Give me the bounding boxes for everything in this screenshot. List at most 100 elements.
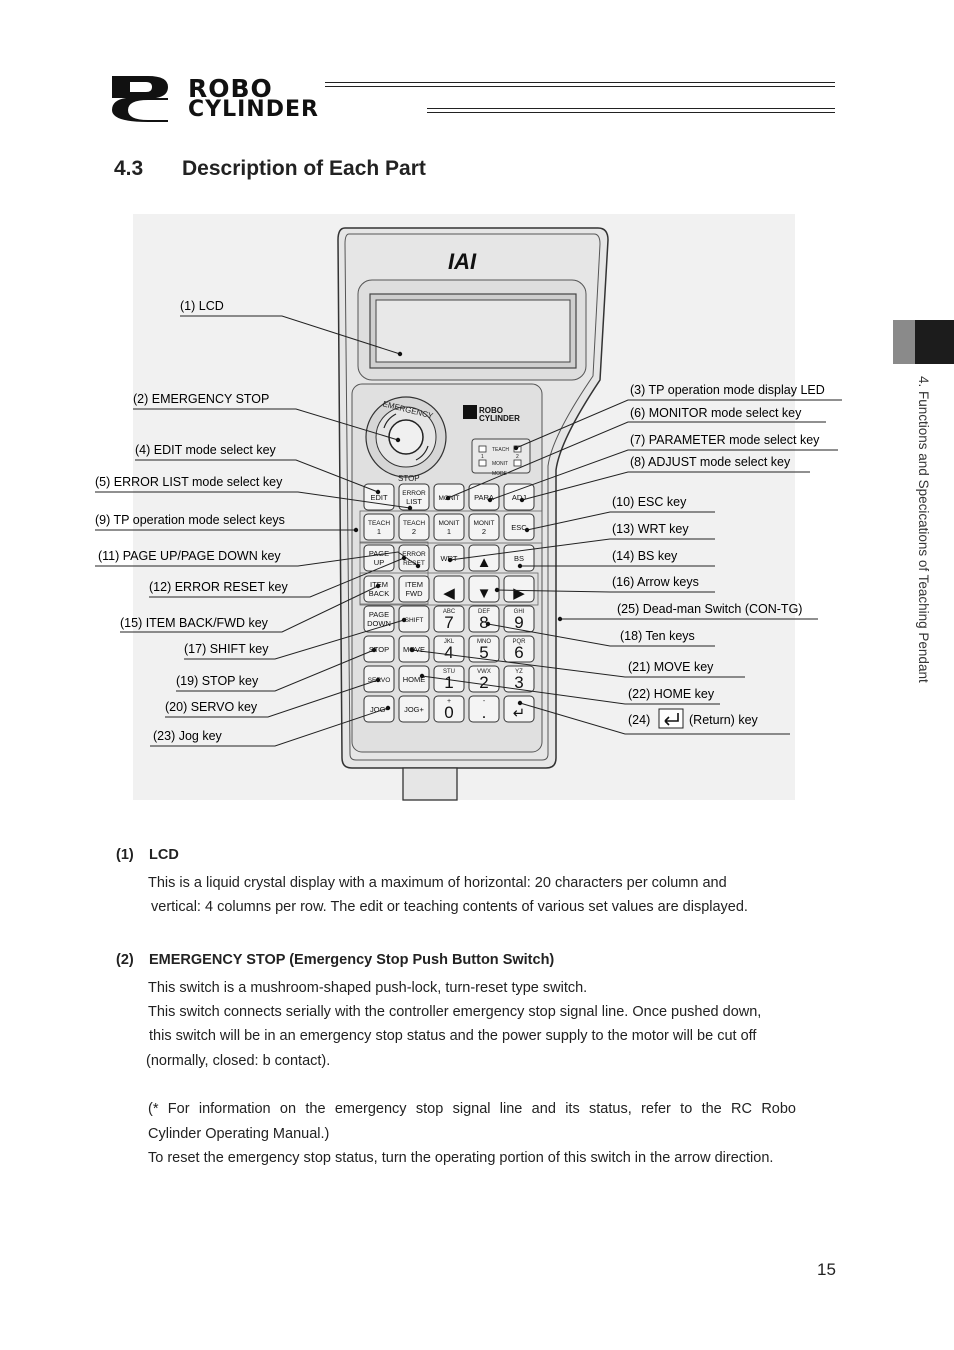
paragraph-line: (* For information on the emergency stop… <box>148 1101 796 1117</box>
key-label: LIST <box>406 497 422 506</box>
key-digit: 9 <box>514 613 523 632</box>
leader-arrowhead <box>401 555 407 561</box>
item-number: (2) <box>116 952 134 968</box>
leader-line <box>180 315 401 355</box>
key-sub-label: DEF <box>478 609 490 615</box>
leader-line <box>95 551 419 567</box>
key-label: PAGE <box>369 549 389 558</box>
leader-arrowhead <box>485 621 491 627</box>
key-label: PAGE <box>369 610 389 619</box>
callout-emergency-stop: (2) EMERGENCY STOP <box>133 392 269 406</box>
pendant-key <box>433 665 465 693</box>
paragraph-line: This is a liquid crystal display with a … <box>148 875 727 891</box>
callout-item-back-fwd-key: (15) ITEM BACK/FWD key <box>120 616 269 630</box>
callout-parameter-key: (7) PARAMETER mode select key <box>630 433 820 447</box>
leader-line <box>515 399 842 449</box>
cable-connector <box>402 767 458 801</box>
callout-error-list-key: (5) ERROR LIST mode select key <box>95 475 283 489</box>
key-label: 1 <box>447 527 451 536</box>
key-label: ITEM <box>405 580 423 589</box>
leader-arrowhead <box>397 351 403 357</box>
header-rule <box>325 86 835 87</box>
callout-shift-key: (17) SHIFT key <box>184 642 269 656</box>
callout-monitor-key: (6) MONITOR mode select key <box>630 406 802 420</box>
callout-stop-key: (19) STOP key <box>176 674 259 688</box>
pendant-key <box>398 483 430 511</box>
key-sub-label: YZ <box>515 669 523 675</box>
key-label: TEACH <box>368 520 390 527</box>
key-digit: 5 <box>479 643 488 662</box>
pendant-key <box>398 605 430 633</box>
paragraph-line: This switch is a mushroom-shaped push-lo… <box>148 980 588 996</box>
pendant-key <box>363 513 395 541</box>
callout-return-key-number: (24) <box>628 713 650 727</box>
led-indicator <box>478 445 487 453</box>
header-rule <box>427 112 835 113</box>
pendant-key <box>363 635 395 663</box>
pendant-key <box>503 513 535 541</box>
pendant-key <box>363 483 395 511</box>
pendant-key <box>398 513 430 541</box>
led-label: 2 <box>516 454 519 460</box>
key-sub-label: MNO <box>477 639 491 645</box>
pendant-key <box>503 665 535 693</box>
pendant-key <box>363 544 395 572</box>
key-arrow-icon: ◀ <box>443 585 455 602</box>
leader-line <box>184 619 405 660</box>
led-label: MONIT <box>492 461 508 467</box>
key-label: DOWN <box>367 619 391 628</box>
return-key-box-icon <box>658 708 684 729</box>
chapter-tab-gray <box>893 320 915 364</box>
callout-ten-keys: (18) Ten keys <box>620 629 695 643</box>
key-label: ERROR <box>402 490 426 497</box>
callout-dead-man-switch: (25) Dead-man Switch (CON-TG) <box>617 602 802 616</box>
leader-line <box>489 449 838 501</box>
leader-arrowhead <box>447 557 453 563</box>
key-sub-label: JKL <box>444 639 455 645</box>
key-sub-label: - <box>483 698 486 705</box>
led-label: 1 <box>481 454 484 460</box>
leader-line <box>449 538 715 561</box>
key-label: BACK <box>369 589 389 598</box>
pendant-key <box>433 575 465 603</box>
leader-arrowhead <box>415 563 421 569</box>
leader-line <box>521 471 810 501</box>
key-label: FWD <box>405 589 423 598</box>
pendant-key <box>468 635 500 663</box>
paragraph-line: this switch will be in an emergency stop… <box>149 1028 757 1044</box>
key-label: JOG+ <box>404 705 424 714</box>
estop-rotate-arrow-icon <box>415 445 429 461</box>
estop-rotate-arrow-icon <box>383 413 397 429</box>
pendant-key <box>433 605 465 633</box>
key-sub-label: + <box>447 698 451 705</box>
key-label: 2 <box>412 527 416 536</box>
callout-return-key: (Return) key <box>689 713 759 727</box>
key-digit: 8 <box>479 613 488 632</box>
callout-tp-mode-led: (3) TP operation mode display LED <box>630 383 825 397</box>
pendant-key <box>398 635 430 663</box>
led-label: MODE <box>492 471 508 477</box>
item-title: EMERGENCY STOP (Emergency Stop Push Butt… <box>149 952 555 968</box>
leader-line <box>411 649 745 678</box>
pendant-key <box>503 605 535 633</box>
key-label: 2 <box>482 527 486 536</box>
paragraph-line: (normally, closed: b contact). <box>146 1053 331 1069</box>
pendant-key <box>398 665 430 693</box>
logo-word-cylinder: CYLINDER <box>188 97 319 122</box>
pendant-key <box>503 575 535 603</box>
callout-lcd: (1) LCD <box>180 299 224 313</box>
device-logo-word1: ROBO <box>479 406 503 415</box>
key-digit: 3 <box>514 673 523 692</box>
key-label: MONIT <box>474 520 495 527</box>
callout-adjust-key: (8) ADJUST mode select key <box>630 455 791 469</box>
key-sub-label: STU <box>443 669 455 675</box>
key-sub-label: GHI <box>514 609 525 615</box>
page-number: 15 <box>817 1260 836 1279</box>
item-number: (1) <box>116 847 134 863</box>
logo-word-robo: ROBO <box>188 74 273 103</box>
estop-text-bottom: STOP <box>398 474 420 483</box>
leader-line <box>421 675 720 705</box>
led-label: TEACH <box>492 447 509 453</box>
section-number: 4.3 <box>114 157 144 180</box>
